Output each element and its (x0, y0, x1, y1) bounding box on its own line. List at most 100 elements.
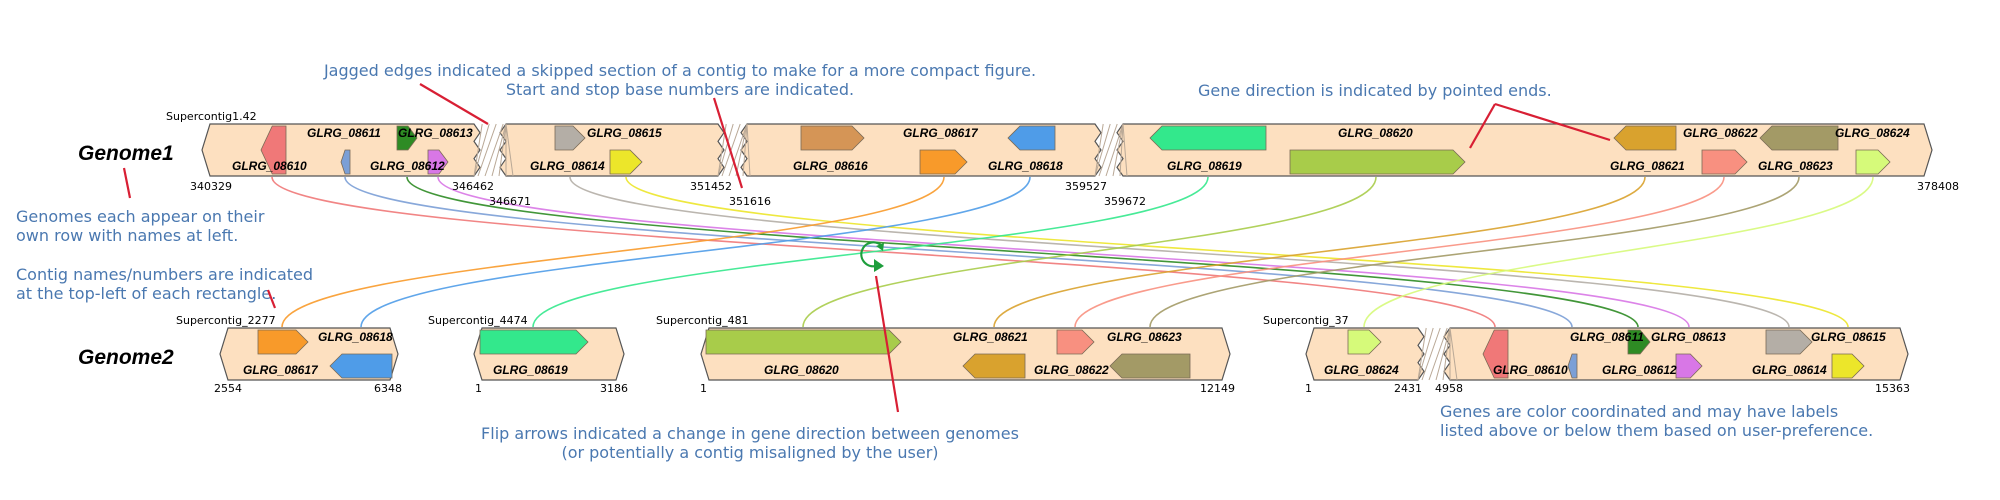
skipped-section-hatch (1442, 327, 1451, 381)
gene-label-g08614-genome2: GLRG_08614 (1752, 363, 1827, 377)
skipped-section-hatch (484, 123, 504, 177)
skipped-section-hatch (498, 123, 507, 177)
annotation-pointer-line (874, 275, 900, 413)
gene-g08615-genome2 (1831, 353, 1865, 379)
annotation-flip-arrows: Flip arrows indicated a change in gene d… (450, 424, 1050, 462)
annotation-contig-names-line1: Contig names/numbers are indicated (16, 265, 314, 284)
gene-label-g08623-genome1: GLRG_08623 (1758, 159, 1833, 173)
annotation-flip-line1: Flip arrows indicated a change in gene d… (481, 424, 1019, 443)
synteny-link-g08622 (1074, 176, 1725, 328)
skipped-section-hatch (473, 123, 490, 177)
contig-break-left-sc142-3: 359527 (1065, 180, 1107, 193)
skipped-section-hatch (1417, 327, 1427, 381)
skipped-section-hatch (1449, 327, 1458, 381)
gene-g08620-genome1 (1289, 149, 1466, 175)
gene-label-g08612-genome2: GLRG_08612 (1602, 363, 1677, 377)
genome-name-genome1: Genome1 (78, 142, 174, 165)
skipped-section-hatch (1098, 123, 1118, 177)
contig-start-sc142: 340329 (190, 180, 232, 193)
synteny-link-g08618 (360, 176, 1031, 328)
skipped-section-hatch (717, 123, 734, 177)
gene-g08620-genome2 (705, 329, 902, 355)
annotation-pointer-line (1494, 102, 1611, 142)
annotation-pointers (122, 83, 1611, 413)
skipped-section-hatch (1428, 327, 1448, 381)
gene-g08610-genome2 (1482, 329, 1509, 379)
gene-g08618-genome1 (1007, 125, 1056, 151)
contig-break-left-sc142-1: 346462 (452, 180, 494, 193)
gene-label-g08617-genome2: GLRG_08617 (243, 363, 319, 377)
gene-label-g08615-genome2: GLRG_08615 (1811, 330, 1886, 344)
gene-label-g08616-genome1: GLRG_08616 (793, 159, 868, 173)
gene-label-g08610-genome1: GLRG_08610 (232, 159, 307, 173)
gene-label-g08613-genome1: GLRG_08613 (398, 126, 473, 140)
genes-layer (257, 125, 1891, 379)
gene-g08613-genome2 (1627, 329, 1651, 355)
contig-break-right-sc142-3: 359672 (1104, 195, 1146, 208)
flip-arrow-head (874, 259, 884, 272)
synteny-link-g08615 (625, 176, 1849, 328)
contig-name-sc481: Supercontig_481 (656, 314, 749, 327)
skipped-section-hatch (735, 123, 748, 177)
gene-g08613-genome1 (396, 125, 418, 151)
skipped-section-hatch (742, 123, 748, 177)
gene-label-g08611-genome1: GLRG_08611 (307, 126, 381, 140)
gene-label-g08610-genome2: GLRG_08610 (1493, 363, 1568, 377)
skipped-section-hatch (728, 123, 748, 177)
gene-g08611-genome2 (1567, 353, 1578, 379)
gene-label-g08624-genome2: GLRG_08624 (1324, 363, 1399, 377)
flip-arrow-arc (860, 241, 883, 268)
gene-label-g08612-genome1: GLRG_08612 (370, 159, 445, 173)
gene-g08614-genome1 (554, 125, 586, 151)
annotation-jagged-line1: Jagged edges indicated a skipped section… (323, 61, 1037, 80)
skipped-section-hatch (1122, 123, 1128, 177)
skipped-section-hatch (1105, 123, 1124, 177)
gene-g08623-genome1 (1759, 125, 1839, 151)
annotation-contig-names-line2: at the top-left of each rectangle. (16, 284, 277, 303)
synteny-link-g08617 (281, 176, 945, 328)
contig-start-sc481: 1 (700, 382, 707, 395)
synteny-link-g08621 (993, 176, 1646, 328)
skipped-section-hatch (1119, 123, 1124, 177)
gene-g08612-genome2 (1675, 353, 1703, 379)
annotation-pointer-line (122, 167, 132, 199)
annotation-jagged-edges: Jagged edges indicated a skipped section… (300, 61, 1060, 99)
contig-break-left-sc37: 2431 (1394, 382, 1422, 395)
annotation-contig-names: Contig names/numbers are indicated at th… (16, 265, 313, 303)
gene-label-g08619-genome1: GLRG_08619 (1167, 159, 1242, 173)
gene-label-g08621-genome1: GLRG_08621 (1610, 159, 1685, 173)
contig-end-sc142: 378408 (1917, 180, 1959, 193)
contig-name-sc37: Supercontig_37 (1263, 314, 1349, 327)
gene-label-g08618-genome2: GLRG_08618 (318, 330, 393, 344)
gene-label-g08614-genome1: GLRG_08614 (530, 159, 605, 173)
gene-label-g08623-genome2: GLRG_08623 (1107, 330, 1182, 344)
contig-end-sc481: 12149 (1200, 382, 1235, 395)
skipped-section-hatch (473, 123, 483, 177)
annotation-colors-line2: listed above or below them based on user… (1440, 421, 1874, 440)
genome-name-genome2: Genome2 (78, 346, 174, 369)
gene-label-g08615-genome1: GLRG_08615 (587, 126, 662, 140)
synteny-link-g08619 (532, 176, 1209, 328)
contig-break-right-sc37: 4958 (1435, 382, 1463, 395)
gene-label-g08618-genome1: GLRG_08618 (988, 159, 1063, 173)
gene-g08612-genome1 (427, 149, 449, 175)
annotation-pointer-line (1469, 103, 1496, 149)
contig-start-sc2277: 2554 (214, 382, 242, 395)
gene-label-g08620-genome1: GLRG_08620 (1338, 126, 1413, 140)
annotation-gene-direction: Gene direction is indicated by pointed e… (1198, 81, 1552, 100)
annotation-color-coordination: Genes are color coordinated and may have… (1440, 402, 1873, 440)
gene-g08624-genome2 (1347, 329, 1382, 355)
contig-end-sc37: 15363 (1875, 382, 1910, 395)
skipped-section-hatch (1435, 327, 1451, 381)
gene-label-g08611-genome2: GLRG_08611 (1570, 330, 1644, 344)
contig-break-left-sc142-2: 351452 (690, 180, 732, 193)
gene-g08619-genome1 (1149, 125, 1267, 151)
skipped-section-hatch (491, 123, 507, 177)
synteny-link-g08612 (437, 176, 1690, 328)
skipped-section-hatch (746, 123, 751, 177)
contig-name-sc4474: Supercontig_4474 (428, 314, 528, 327)
contig-name-sc2277: Supercontig_2277 (176, 314, 276, 327)
skipped-section-hatch (1094, 123, 1104, 177)
gene-g08621-genome1 (1613, 125, 1677, 151)
